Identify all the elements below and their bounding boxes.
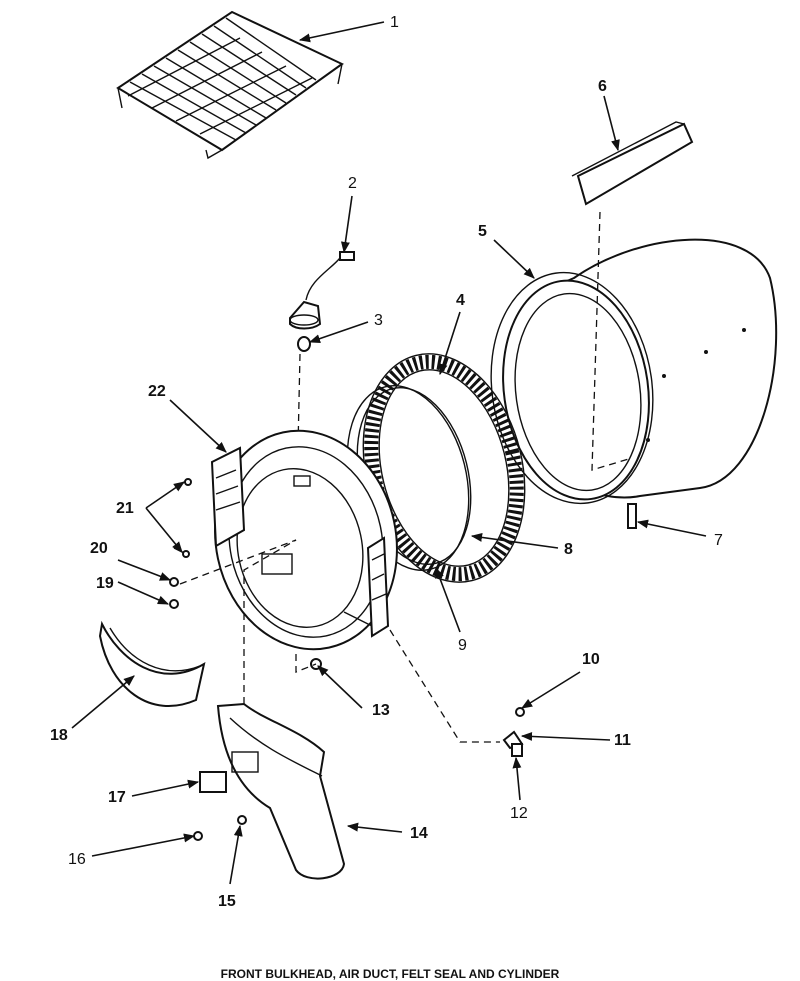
callout-1: 1 <box>390 14 399 31</box>
callout-12: 12 <box>510 805 528 822</box>
callout-6: 6 <box>598 78 607 95</box>
callout-21: 21 <box>116 500 134 517</box>
callout-13: 13 <box>372 702 390 719</box>
part-1-rack <box>116 10 344 160</box>
callout-15: 15 <box>218 893 236 910</box>
callout-17: 17 <box>108 789 126 806</box>
leader-lines <box>71 21 707 885</box>
callout-10: 10 <box>582 651 600 668</box>
callout-8: 8 <box>564 541 573 558</box>
callout-20: 20 <box>90 540 108 557</box>
part-10-screw <box>515 707 525 717</box>
part-19-washer <box>169 599 179 609</box>
callout-2: 2 <box>348 175 357 192</box>
callout-11: 11 <box>614 732 631 749</box>
part-7-screw <box>627 503 637 529</box>
callout-3: 3 <box>374 312 383 329</box>
part-15-screw <box>237 815 247 825</box>
callout-14: 14 <box>410 825 428 842</box>
part-front-bulkhead <box>214 429 398 651</box>
callout-9: 9 <box>458 637 467 654</box>
callout-4: 4 <box>456 292 465 309</box>
diagram-caption: FRONT BULKHEAD, AIR DUCT, FELT SEAL AND … <box>221 967 560 981</box>
callout-18: 18 <box>50 727 68 744</box>
callout-7: 7 <box>714 532 723 549</box>
part-18-trough <box>98 620 206 707</box>
part-2-sensor-wire <box>289 251 355 330</box>
callout-16: 16 <box>68 851 86 868</box>
part-14-air-duct <box>216 702 346 880</box>
part-20-nut <box>169 577 179 587</box>
callout-22: 22 <box>148 383 166 400</box>
callout-19: 19 <box>96 575 114 592</box>
part-3-screw <box>297 336 311 352</box>
part-12-pin <box>511 743 523 757</box>
part-17-label <box>199 771 227 793</box>
callout-5: 5 <box>478 223 487 240</box>
part-22-bracket <box>210 446 246 548</box>
part-6-baffle <box>571 121 694 206</box>
part-5-drum <box>490 238 778 505</box>
part-16-screw <box>193 831 203 841</box>
part-right-bracket <box>343 536 390 638</box>
